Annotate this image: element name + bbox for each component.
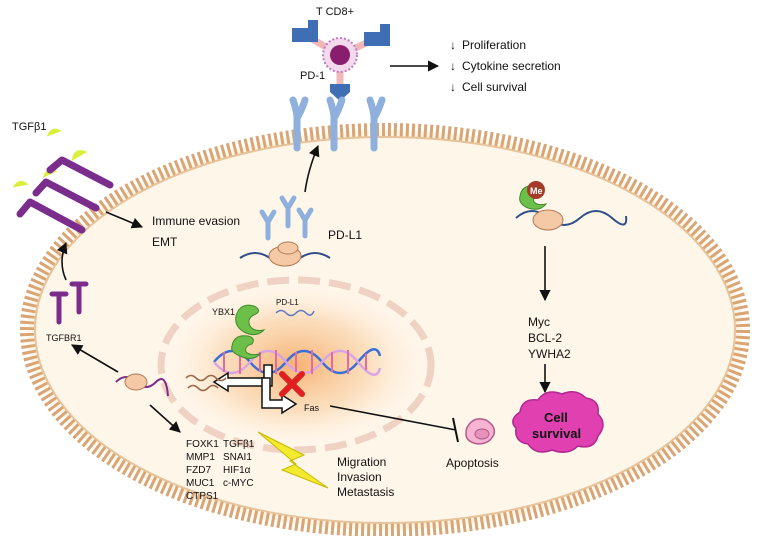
tcell-effects-list: ↓ Proliferation ↓ Cytokine secretion ↓ C…	[450, 38, 561, 94]
gene-label: FZD7	[186, 465, 211, 476]
pd1-label: PD-1	[300, 70, 325, 82]
membrane-pdl1-receptors	[289, 96, 386, 152]
gene-label: c-MYC	[223, 478, 254, 489]
tgfb1-ligands	[12, 128, 88, 188]
down-arrow-icon: ↓	[450, 80, 456, 94]
outcome-item: Migration	[337, 455, 386, 469]
apoptosis-label: Apoptosis	[446, 456, 499, 470]
gene-label: CTPS1	[186, 491, 219, 502]
pdl1-nuclear-label: PD-L1	[276, 298, 299, 307]
ybx1-protein-icon	[235, 304, 266, 336]
ybx1-bound-icon	[231, 335, 262, 360]
cell-survival-label: Cell	[544, 410, 568, 425]
survival-gene: Myc	[528, 315, 550, 329]
tcd8-label: T CD8+	[316, 6, 354, 18]
survival-gene: YWHA2	[528, 347, 571, 361]
cell-survival-cloud-icon	[512, 391, 604, 453]
gene-label: MUC1	[186, 478, 215, 489]
tgf-effect-item: EMT	[152, 235, 178, 249]
gene-label: FOXK1	[186, 439, 219, 450]
tcd8-cell-icon	[292, 20, 390, 101]
gene-label: TGFβ1	[223, 439, 255, 450]
effect-item: Cell survival	[462, 80, 527, 94]
cell-survival-label: survival	[532, 426, 581, 441]
tgfb1-label: TGFβ1	[12, 121, 46, 133]
gene-label: SNAI1	[223, 452, 252, 463]
gene-label: MMP1	[186, 452, 215, 463]
lightning-bolt-icon	[257, 431, 329, 489]
down-arrow-icon: ↓	[450, 38, 456, 52]
tgf-effect-item: Immune evasion	[152, 214, 240, 228]
gene-label: HIF1α	[223, 465, 251, 476]
fas-label: Fas	[304, 403, 320, 413]
ribosome-mrna-left	[115, 373, 169, 397]
pdl1-translation	[239, 195, 331, 267]
effect-item: Cytokine secretion	[462, 59, 561, 73]
outcome-item: Metastasis	[337, 485, 394, 499]
outcome-item: Invasion	[337, 470, 382, 484]
effect-item: Proliferation	[462, 38, 526, 52]
tgfb-receptors	[16, 156, 114, 234]
down-arrow-icon: ↓	[450, 59, 456, 73]
methyl-label: Me	[530, 186, 543, 196]
target-genes: FOXK1 MMP1 FZD7 MUC1 CTPS1 TGFβ1 SNAI1 H…	[186, 439, 255, 502]
methylation-complex	[515, 181, 628, 231]
inhibit-x-icon	[279, 371, 305, 397]
tgfbr1-receptors	[49, 281, 89, 325]
tgfbr1-label: TGFBR1	[46, 333, 82, 343]
transcription-arrows	[212, 364, 298, 415]
ybx1-label: YBX1	[212, 307, 235, 317]
survival-gene: BCL-2	[528, 331, 562, 345]
apoptotic-cell-icon	[465, 418, 496, 445]
pdl1-label: PD-L1	[328, 228, 362, 242]
